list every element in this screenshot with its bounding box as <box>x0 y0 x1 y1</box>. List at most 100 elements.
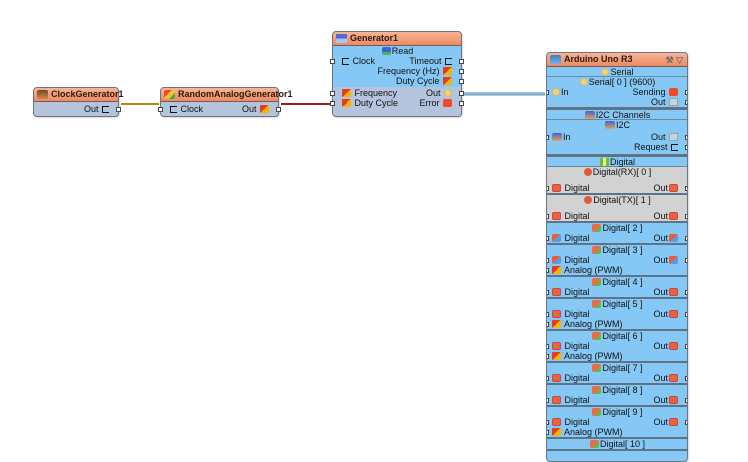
duty-cycle-error-row: Duty Cycle Error <box>330 98 464 108</box>
digital-in-pin[interactable] <box>547 344 549 349</box>
disabled-icon <box>583 168 592 176</box>
component-title[interactable]: RandomAnalogGenerator1 <box>161 88 293 102</box>
error-pin[interactable] <box>459 101 464 106</box>
analog-signal-icon <box>342 99 351 107</box>
digital-channel-header: Digital[ 7 ] <box>547 363 687 373</box>
digital-icon <box>669 396 678 404</box>
pin-label-analog-pwm: Analog (PWM) <box>564 265 623 275</box>
analog-pwm-pin[interactable] <box>547 322 549 327</box>
digital-channel-icon <box>592 278 602 286</box>
tools-dropdown-button[interactable]: ⚒ ▽ <box>665 54 683 67</box>
i2c-in-pin[interactable] <box>547 135 549 140</box>
digital-in-pin[interactable] <box>547 312 549 317</box>
digital-icon <box>552 342 561 350</box>
digital-out-pin[interactable] <box>685 376 687 381</box>
timeout-pin[interactable] <box>459 59 464 64</box>
digital-channel-name: Digital[ 5 ] <box>602 299 643 309</box>
sending-pin[interactable] <box>685 90 687 95</box>
clock-generator-component[interactable]: ClockGenerator1 Out <box>33 87 124 117</box>
digital-out-pin[interactable] <box>685 236 687 241</box>
pin-label-out: Out <box>650 132 666 142</box>
pin-label-out: Out <box>83 104 99 114</box>
digital-channel-header: Digital[ 5 ] <box>547 299 687 309</box>
digital-in-pin[interactable] <box>547 186 549 191</box>
digital-channel-icon <box>592 332 602 340</box>
pin-row: Clock Out <box>158 104 281 114</box>
digital-channel-name: Digital[ 8 ] <box>602 385 643 395</box>
digital-in-pin[interactable] <box>547 398 549 403</box>
analog-pwm-pin[interactable] <box>547 430 549 435</box>
digital-in-pin[interactable] <box>547 236 549 241</box>
pin-row-out: Out <box>34 104 121 114</box>
pwm-row: Analog (PWM) <box>547 265 687 275</box>
frequency-hz-pin[interactable] <box>459 69 464 74</box>
clock-pin[interactable] <box>158 107 163 112</box>
digital-out-pin[interactable] <box>685 258 687 263</box>
analog-signal-icon <box>443 67 452 75</box>
digital-channel-icon <box>592 364 602 372</box>
duty-cycle-out-pin[interactable] <box>459 79 464 84</box>
digital-channel-header: Digital[ 8 ] <box>547 385 687 395</box>
request-pin[interactable] <box>685 145 687 150</box>
pin-label-analog-pwm: Analog (PWM) <box>564 427 623 437</box>
digital-out-pin[interactable] <box>685 344 687 349</box>
out-pin[interactable] <box>276 107 281 112</box>
digital-out-pin[interactable] <box>685 186 687 191</box>
component-title[interactable]: Generator1 <box>333 32 461 46</box>
pin-label-out: Out <box>650 97 666 107</box>
digital-channel-header: Digital(RX)[ 0 ] <box>547 167 687 177</box>
digital-in-pin[interactable] <box>547 258 549 263</box>
serial-in-pin[interactable] <box>547 90 549 95</box>
digital-out-pin[interactable] <box>685 290 687 295</box>
frequency-pin[interactable] <box>330 91 335 96</box>
random-generator-icon <box>164 90 175 99</box>
out-pin[interactable] <box>459 91 464 96</box>
digital-in-pin[interactable] <box>547 214 549 219</box>
generator-main-section: Frequency Out Duty Cycle Error <box>330 87 464 108</box>
binary-icon <box>669 133 678 141</box>
pin-label-digital: Digital <box>564 211 590 221</box>
random-analog-generator-title: RandomAnalogGenerator1 <box>178 89 293 99</box>
serial-out-pin[interactable] <box>685 100 687 105</box>
arduino-board-icon <box>550 55 561 64</box>
digital-out-pin[interactable] <box>685 214 687 219</box>
component-title[interactable]: Arduino Uno R3 ⚒ ▽ <box>547 53 687 67</box>
digital-pins-icon <box>599 158 609 166</box>
pwm-row: Analog (PWM) <box>547 351 687 361</box>
pin-label-analog-pwm: Analog (PWM) <box>564 351 623 361</box>
analog-pwm-pin[interactable] <box>547 354 549 359</box>
generator-component[interactable]: Generator1 Read Clock Timeout Frequency … <box>330 31 464 117</box>
i2c-in-out-row: In Out <box>547 132 687 142</box>
component-title[interactable]: ClockGenerator1 <box>34 88 124 102</box>
digital-in-pin[interactable] <box>547 420 549 425</box>
clock-pin[interactable] <box>330 59 335 64</box>
digital-channel-header: Digital[ 6 ] <box>547 331 687 341</box>
out-pin[interactable] <box>116 107 121 112</box>
digital-in-pin[interactable] <box>547 376 549 381</box>
analog-pwm-pin[interactable] <box>547 268 549 273</box>
duty-cycle-pin[interactable] <box>330 101 335 106</box>
digital-out-pin[interactable] <box>685 312 687 317</box>
random-analog-generator-component[interactable]: RandomAnalogGenerator1 Clock Out <box>158 87 293 117</box>
digital-icon <box>669 418 678 426</box>
i2c-header-label: I2C Channels <box>595 110 651 120</box>
digital-in-pin[interactable] <box>547 290 549 295</box>
tools-icon: ⚒ <box>665 55 674 65</box>
pin-label-out: Out <box>653 233 668 243</box>
pin-label-out: Out <box>653 183 668 193</box>
i2c-request-row: Request <box>547 142 687 152</box>
clock-signal-icon <box>445 58 452 65</box>
digital-out-pin[interactable] <box>685 420 687 425</box>
digital-out-pin[interactable] <box>685 398 687 403</box>
i2c-out-pin[interactable] <box>685 135 687 140</box>
digital-icon <box>552 288 561 296</box>
arduino-uno-component[interactable]: Arduino Uno R3 ⚒ ▽ Serial Serial[ 0 ] (9… <box>546 52 688 462</box>
